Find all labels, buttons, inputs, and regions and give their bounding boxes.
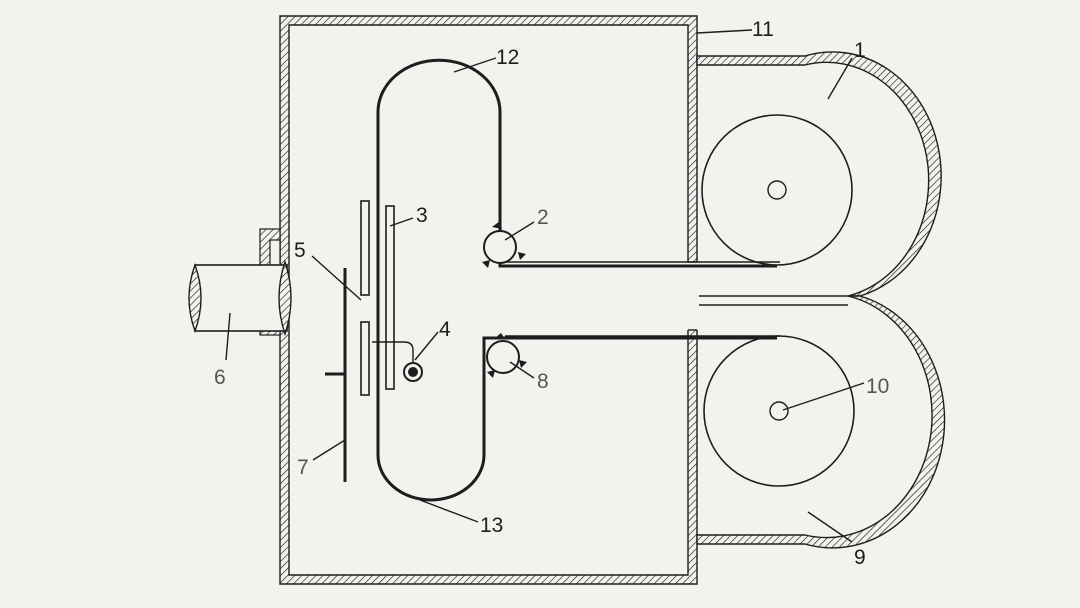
label-12: 12	[496, 46, 519, 69]
outer-housing	[279, 15, 698, 585]
label-11: 11	[752, 18, 774, 41]
lens-tube	[188, 228, 292, 337]
label-6: 6	[214, 366, 226, 389]
sensor-probe	[372, 341, 423, 382]
lower-reel	[703, 335, 855, 487]
label-3: 3	[416, 204, 428, 227]
label-2: 2	[537, 206, 549, 229]
leader-lines	[225, 29, 865, 543]
shutter-bar	[325, 268, 347, 482]
tape-path	[376, 58, 780, 502]
label-8: 8	[537, 370, 549, 393]
label-4: 4	[439, 318, 451, 341]
guide-roller-8	[486, 333, 527, 378]
label-13: 13	[480, 514, 503, 537]
upper-reel	[701, 114, 853, 266]
tape-slot	[686, 262, 699, 330]
label-10: 10	[866, 375, 889, 398]
lower-reel-chamber	[696, 295, 946, 549]
label-7: 7	[297, 456, 309, 479]
head-plates	[360, 200, 395, 396]
label-1: 1	[854, 39, 866, 62]
label-9: 9	[854, 546, 866, 569]
callout-labels: 1 2 3 4 5 6 7 8 9 10 11 12 13	[214, 18, 889, 569]
label-5: 5	[294, 239, 306, 262]
guide-roller-2	[482, 221, 526, 268]
